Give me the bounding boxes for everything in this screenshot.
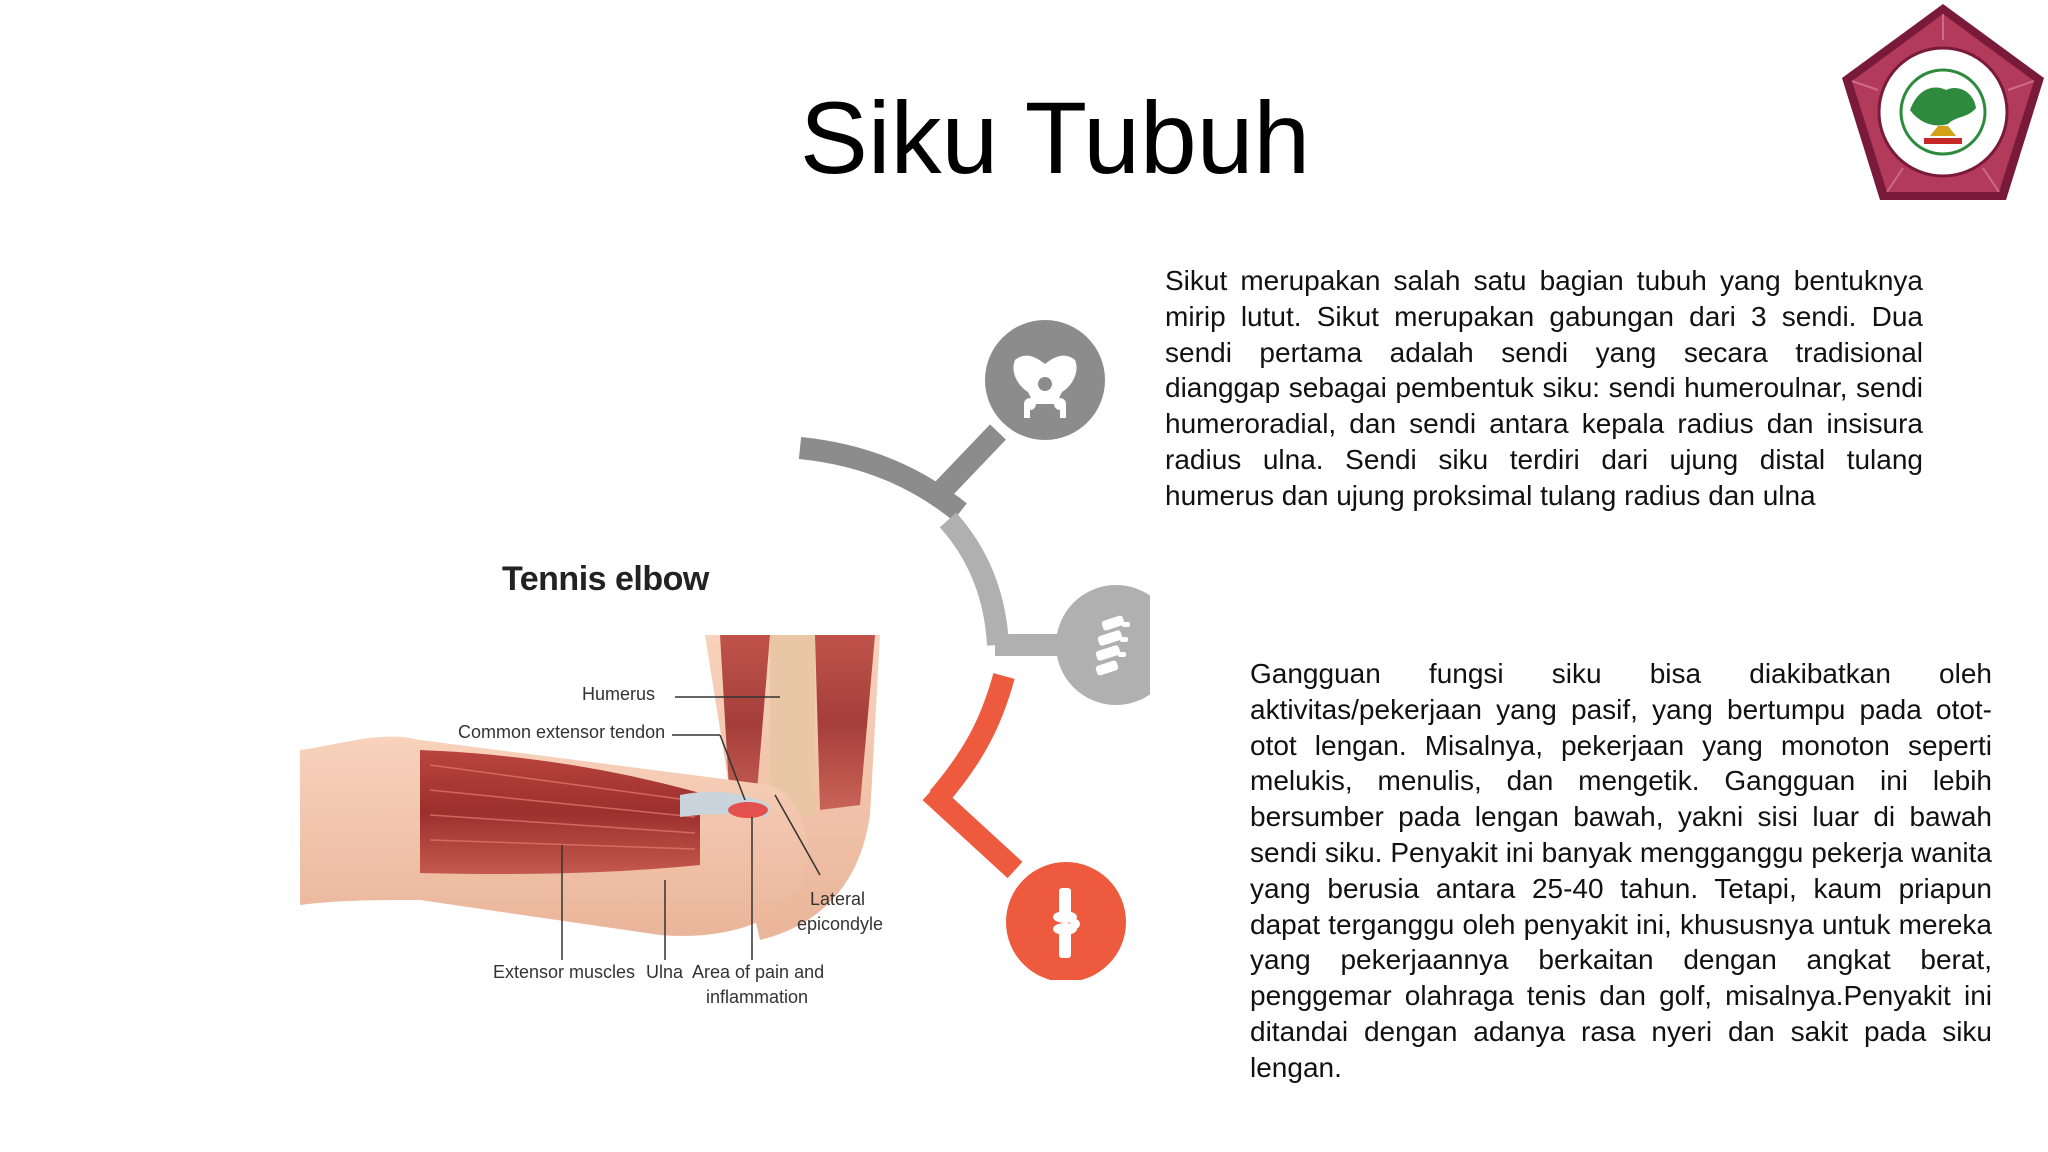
timeline-graphic	[798, 320, 1150, 980]
pelvis-icon	[985, 320, 1105, 440]
label-area-of-pain: Area of pain and	[692, 962, 825, 982]
description-paragraph: Sikut merupakan salah satu bagian tubuh …	[1165, 265, 1923, 511]
label-common-extensor-tendon: Common extensor tendon	[458, 722, 666, 742]
disorder-paragraph: Gangguan fungsi siku bisa diakibatkan ol…	[1250, 658, 1992, 1083]
label-extensor-muscles: Extensor muscles	[493, 962, 636, 982]
arc-segment-middle	[939, 512, 1009, 646]
slide-title: Siku Tubuh	[799, 81, 1311, 195]
anatomy-title: Tennis elbow	[502, 560, 709, 598]
label-ulna: Ulna	[646, 962, 684, 982]
connector-bottom	[922, 783, 1023, 879]
institution-logo	[1842, 4, 2044, 200]
knee-joint-icon	[1006, 862, 1126, 980]
connector-top	[925, 424, 1006, 508]
label-lateral: Lateral	[810, 889, 866, 909]
label-inflammation: inflammation	[706, 987, 809, 1007]
label-epicondyle: epicondyle	[797, 914, 884, 934]
arc-segment-bottom	[929, 673, 1015, 806]
spine-icon	[1056, 585, 1150, 705]
label-humerus: Humerus	[582, 684, 656, 704]
tennis-elbow-illustration	[300, 635, 880, 960]
